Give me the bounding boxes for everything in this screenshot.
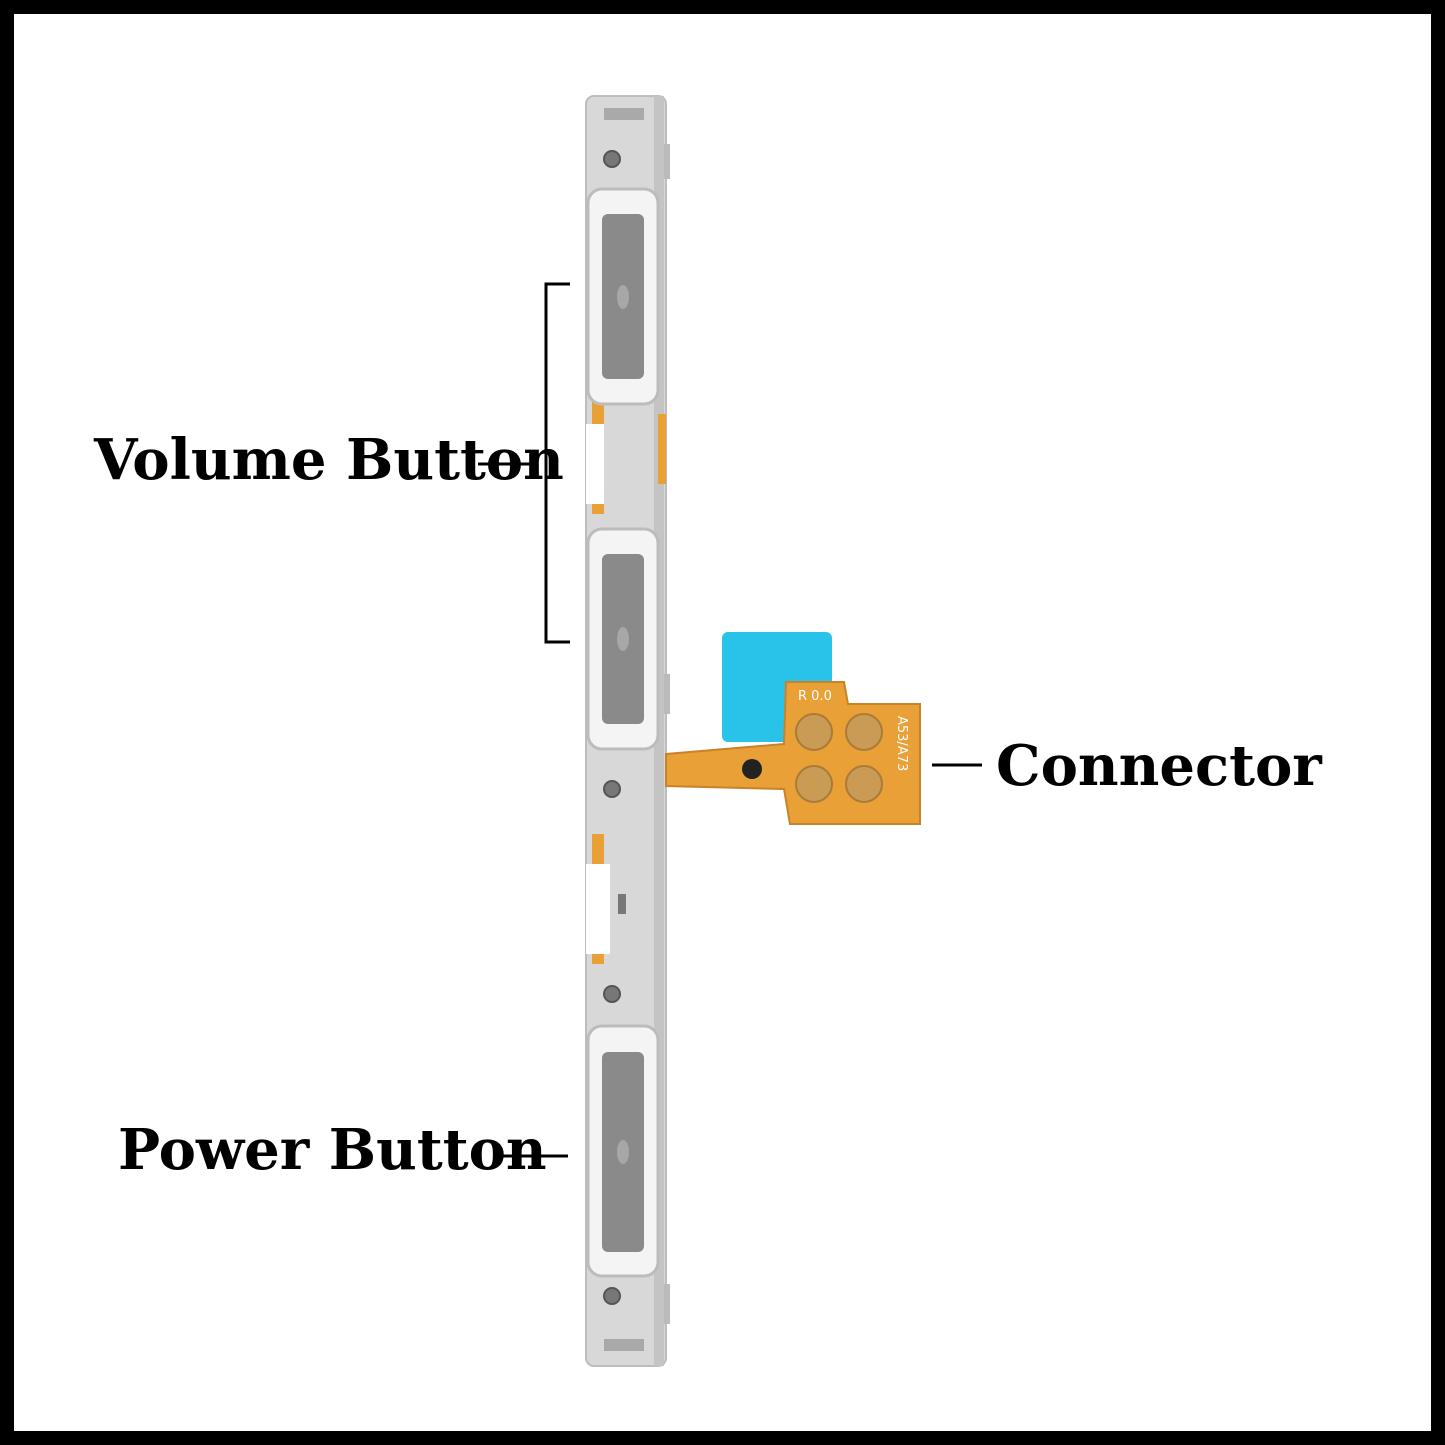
- flex-connector: R 0.0 A53/A73: [665, 632, 921, 825]
- volume-up-key: [586, 187, 660, 406]
- volume-down-key: [586, 527, 660, 751]
- revision-marking: R 0.0: [798, 689, 832, 704]
- screw-holes: [603, 150, 621, 1305]
- connector-label: Connector: [996, 733, 1322, 799]
- model-marking: A53/A73: [894, 716, 909, 771]
- flex-cable-illustration: R 0.0 A53/A73: [478, 95, 982, 1367]
- volume-bracket-line: [544, 282, 570, 644]
- diagram-canvas: R 0.0 A53/A73 Volume Button Power Button…: [14, 14, 1431, 1431]
- volume-button-label: Volume Button: [94, 427, 564, 493]
- power-button-label: Power Button: [118, 1117, 547, 1183]
- annotation-lines: [478, 282, 982, 1158]
- power-key: [586, 1024, 660, 1278]
- contact-pads: [795, 713, 883, 803]
